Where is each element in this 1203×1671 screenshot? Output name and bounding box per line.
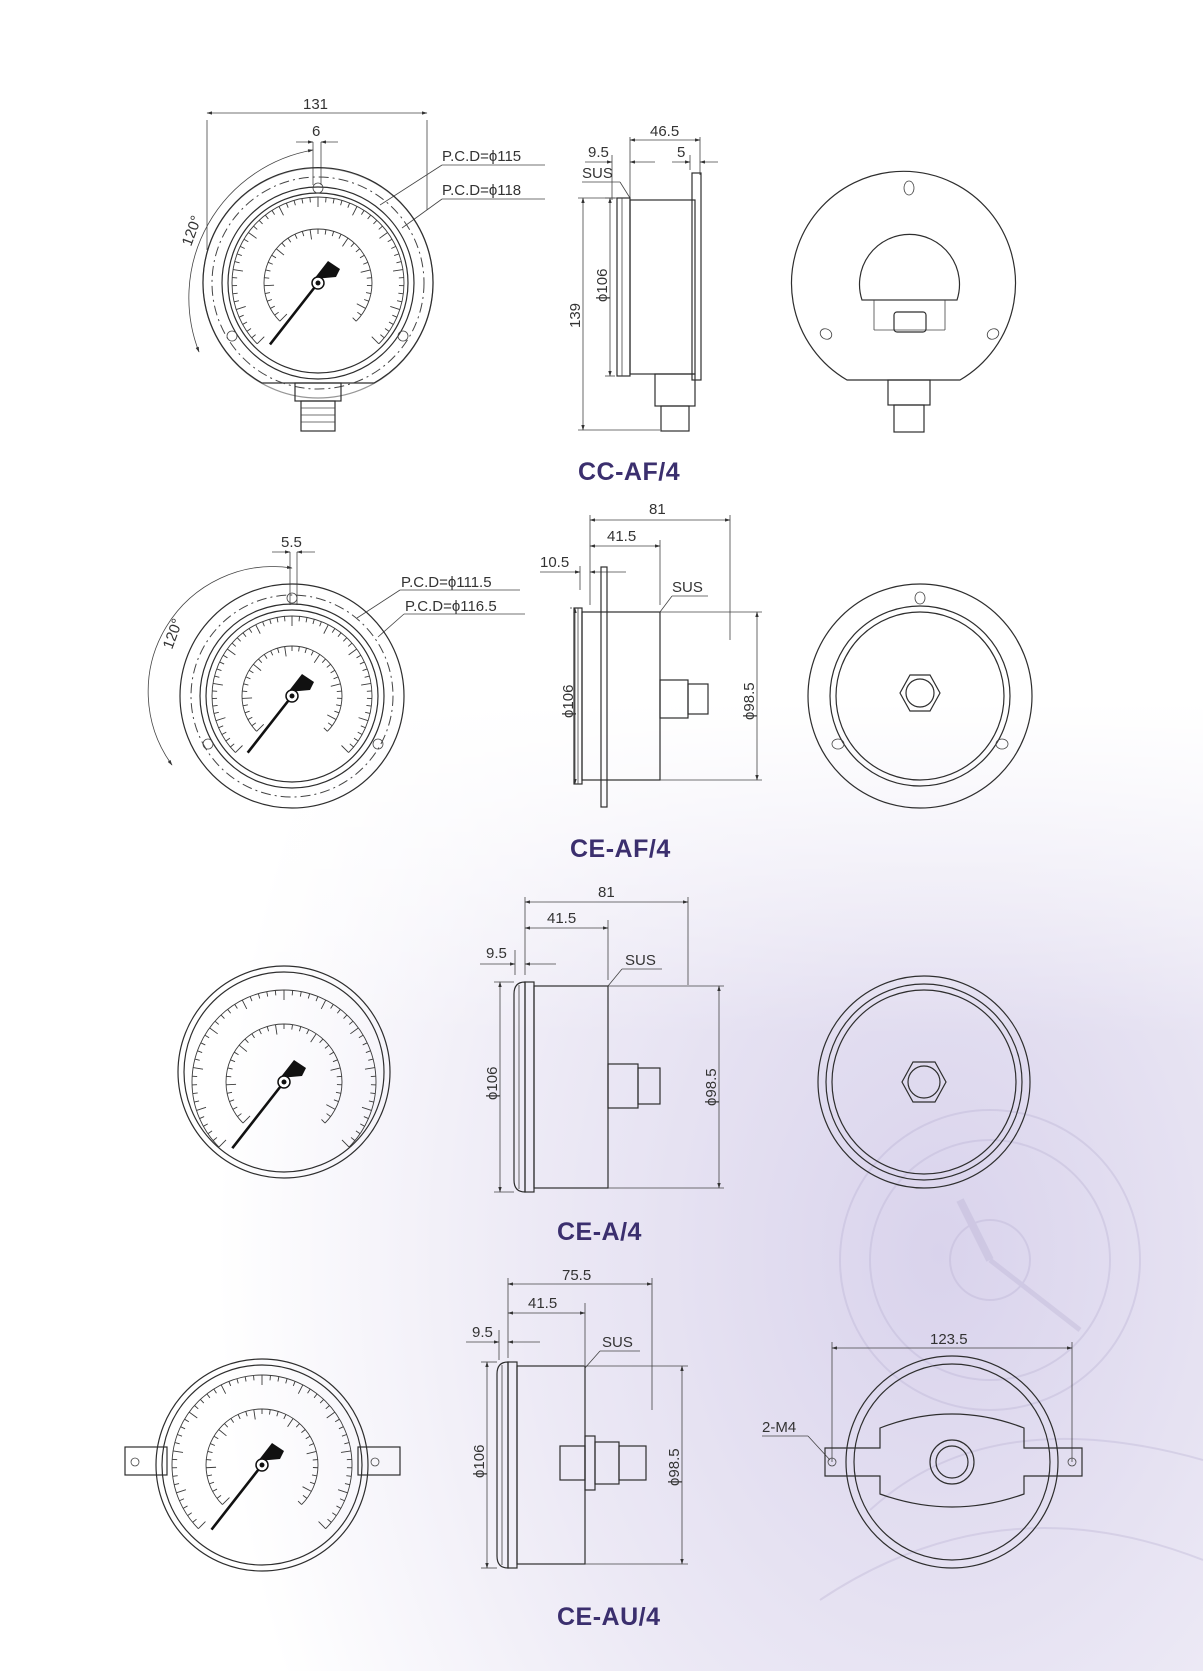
cc-pcd-outer-label: P.C.D=ϕ118 xyxy=(442,182,521,199)
cc-af-4-side-view: 46.5 9.5 5 SUS ϕ106 139 xyxy=(567,123,718,432)
cc-angle-label: 120° xyxy=(179,213,206,248)
cc-side-material-label: SUS xyxy=(582,165,613,182)
ce-af-4-side-view: 81 41.5 10.5 SUS ϕ106 ϕ98.5 xyxy=(540,501,762,808)
ce-af-pcd-outer-label: P.C.D=ϕ116.5 xyxy=(405,598,497,615)
cc-af-4-rear-view xyxy=(790,170,1017,433)
ce-af-material-label: SUS xyxy=(672,579,703,596)
ce-af-depth-label: 41.5 xyxy=(607,528,636,545)
cc-side-flange-label: 5 xyxy=(677,144,685,161)
ce-au-screw-label: 2-M4 xyxy=(762,1419,796,1436)
ce-af-hole-offset-label: 5.5 xyxy=(281,534,302,551)
ce-au-bezel-label: 9.5 xyxy=(472,1324,493,1341)
ce-au-4-title: CE-AU/4 xyxy=(557,1603,661,1631)
cc-pcd-inner-label: P.C.D=ϕ115 xyxy=(442,148,521,165)
ce-au-4-front-view xyxy=(124,1358,401,1572)
ce-au-depth-label: 41.5 xyxy=(528,1295,557,1312)
ce-a-4-title: CE-A/4 xyxy=(557,1218,642,1246)
ce-af-total-label: 81 xyxy=(649,501,666,518)
cc-af-4-title: CC-AF/4 xyxy=(578,458,680,486)
ce-a-4-side-view: 81 41.5 9.5 SUS ϕ106 ϕ98.5 xyxy=(480,884,724,1193)
ce-au-total-label: 75.5 xyxy=(562,1267,591,1284)
ce-au-4-rear-view: 123.5 2-M4 xyxy=(762,1331,1083,1569)
ce-a-4-rear-view xyxy=(817,975,1031,1189)
ce-a-total-label: 81 xyxy=(598,884,615,901)
ce-af-pcd-inner-label: P.C.D=ϕ111.5 xyxy=(401,574,492,591)
cc-side-bezel-label: 9.5 xyxy=(588,144,609,161)
cc-hole-offset-label: 6 xyxy=(312,123,320,140)
ce-a-case-dia-label: ϕ98.5 xyxy=(703,1068,720,1106)
cc-side-dial-dia-label: ϕ106 xyxy=(594,269,611,302)
ce-a-dial-dia-label: ϕ106 xyxy=(484,1067,501,1100)
ce-af-dial-dia-label: ϕ106 xyxy=(560,685,577,718)
ce-af-4-title: CE-AF/4 xyxy=(570,835,671,863)
cc-af-4-front-view: 131 6 P.C.D=ϕ115 P.C.D=ϕ118 120° xyxy=(179,96,545,432)
cc-side-depth-label: 46.5 xyxy=(650,123,679,140)
ce-au-case-dia-label: ϕ98.5 xyxy=(666,1448,683,1486)
ce-af-case-dia-label: ϕ98.5 xyxy=(741,682,758,720)
ce-a-4-front-view xyxy=(177,965,391,1179)
ce-au-dial-dia-label: ϕ106 xyxy=(471,1445,488,1478)
cc-front-width-label: 131 xyxy=(303,96,328,113)
ce-a-depth-label: 41.5 xyxy=(547,910,576,927)
ce-af-4-rear-view xyxy=(807,583,1033,809)
ce-au-rear-width-label: 123.5 xyxy=(930,1331,968,1348)
ce-a-material-label: SUS xyxy=(625,952,656,969)
ce-af-4-front-view: 5.5 P.C.D=ϕ111.5 P.C.D=ϕ116.5 120° xyxy=(147,534,525,809)
cc-side-height-label: 139 xyxy=(567,303,584,328)
ce-au-material-label: SUS xyxy=(602,1334,633,1351)
ce-af-flange-label: 10.5 xyxy=(540,554,569,571)
ce-au-4-side-view: 75.5 41.5 9.5 SUS ϕ106 ϕ98.5 xyxy=(466,1267,688,1569)
ce-af-angle-label: 120° xyxy=(160,616,187,651)
ce-a-bezel-label: 9.5 xyxy=(486,945,507,962)
